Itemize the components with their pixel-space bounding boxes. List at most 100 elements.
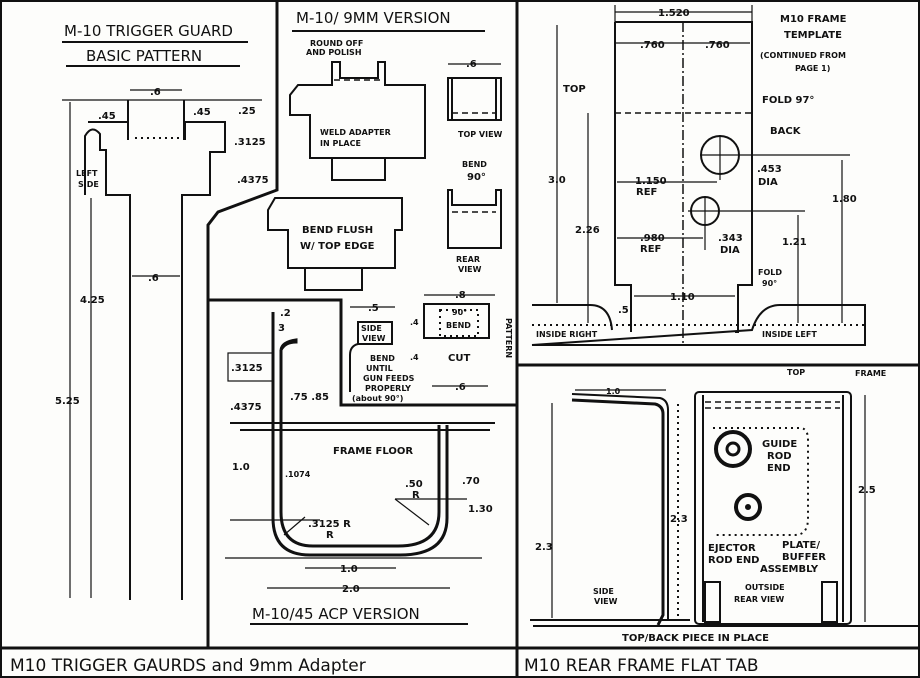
rear-view-label: REAR [456, 255, 480, 264]
acp-dim-3125: .3125 [231, 363, 263, 374]
rear-dim-2-3-a: 2.3 [535, 542, 553, 553]
cut-label: CUT [448, 353, 470, 364]
dim-980: .980 [640, 233, 665, 244]
dim-1-10: 1.10 [670, 292, 695, 303]
bend-until-label-5: (about 90°) [352, 394, 403, 403]
acp-width-2-0: 2.0 [342, 584, 360, 595]
dia-343: .343 [718, 233, 743, 244]
round-off-label: ROUND OFF [310, 39, 363, 48]
ejector-rod-label-2: ROD END [708, 555, 759, 566]
inside-left-label: INSIDE LEFT [762, 330, 817, 339]
dim-760-right: .760 [705, 40, 730, 51]
basic-pattern-title: M-10 TRIGGER GUARD [64, 22, 233, 40]
dim-25: .25 [238, 106, 256, 117]
dia-453: .453 [757, 164, 782, 175]
back-label: BACK [770, 126, 802, 137]
side-view-label-2: VIEW [594, 597, 618, 606]
left-side-label-2: SIDE [78, 180, 99, 189]
plate-buffer-label: PLATE/ [782, 540, 820, 551]
pattern-label: PATTERN [504, 318, 513, 358]
bend-90-deg: 90° [467, 172, 486, 183]
top-label: TOP [563, 84, 586, 95]
bend-until-label-3: GUN FEEDS [363, 374, 415, 383]
acp-dim-2: .2 [280, 308, 291, 319]
dim-5-notch: .5 [618, 305, 629, 316]
rear-dim-2-3-b: 2.3 [670, 514, 688, 525]
top-view-label: TOP VIEW [458, 130, 503, 139]
frame-template-drawing: 1.520 .760 .760 M10 FRAME TEMPLATE (CONT… [531, 5, 866, 346]
continued-note-2: PAGE 1) [795, 64, 830, 73]
top-view-dim: .6 [466, 59, 477, 70]
acp-radius-50: .50 [405, 479, 423, 490]
acp-radius-3125-r: R [326, 530, 334, 541]
fold-97-label: FOLD 97° [762, 95, 814, 106]
guide-rod-label-2: ROD [767, 451, 792, 462]
dim-3-0: 3.0 [548, 175, 566, 186]
basic-pattern-drawing: M-10 TRIGGER GUARD BASIC PATTERN .6 .45 … [55, 22, 269, 600]
dim-4375: .4375 [237, 175, 269, 186]
dim-4-25: 4.25 [80, 295, 105, 306]
dia-label-2: DIA [720, 245, 740, 256]
plate-buffer-label-3: ASSEMBLY [760, 564, 819, 575]
round-off-label-2: AND POLISH [306, 48, 362, 57]
dim-channel: .6 [148, 273, 159, 284]
acp-dim-3: 3 [278, 323, 285, 334]
rear-dim-1-0: 1.0 [606, 387, 621, 396]
continued-note: (CONTINUED FROM [760, 51, 846, 60]
acp-drawing: .2 3 .3125 .4375 .75 .85 FRAME FLOOR 1.0… [225, 308, 495, 625]
frame-floor-label: FRAME FLOOR [333, 446, 413, 457]
dim-right-45: .45 [193, 107, 211, 118]
top-label: TOP [787, 368, 805, 377]
bend-box-label: BEND [446, 321, 471, 330]
ref-label-1: REF [636, 187, 657, 198]
bend-flush-label: BEND FLUSH [302, 225, 373, 236]
nine-mm-drawing: M-10/ 9MM VERSION ROUND OFF AND POLISH W… [267, 9, 513, 403]
ejector-rod-label: EJECTOR [708, 543, 756, 554]
dim-top-gap: .6 [150, 87, 161, 98]
dim-760-left: .760 [640, 40, 665, 51]
dim-1-520: 1.520 [658, 8, 690, 19]
outside-rear-view-label-2: REAR VIEW [734, 595, 784, 604]
acp-dim-1-30: 1.30 [468, 504, 493, 515]
plate-buffer-label-2: BUFFER [782, 552, 826, 563]
acp-dim-1-0: 1.0 [232, 462, 250, 473]
acp-title: M-10/45 ACP VERSION [252, 605, 420, 623]
dim-left-45: .45 [98, 111, 116, 122]
acp-dim-70: .70 [462, 476, 480, 487]
in-place-label: TOP/BACK PIECE IN PLACE [622, 633, 769, 644]
ref-label-2: REF [640, 244, 661, 255]
caption-rear-frame-flat-tab: M10 REAR FRAME FLAT TAB [524, 656, 759, 676]
frame-template-title: M10 FRAME [780, 14, 847, 25]
basic-pattern-subtitle: BASIC PATTERN [86, 47, 202, 65]
dim-4b: .4 [410, 353, 419, 362]
bend-until-label: BEND [370, 354, 395, 363]
rear-tab-drawing: 1.0 2.3 2.3 SIDE VIEW GUIDE ROD END EJEC… [530, 368, 920, 644]
guide-rod-label: GUIDE [762, 439, 797, 450]
guide-rod-label-3: END [767, 463, 791, 474]
frame-label: FRAME [855, 369, 886, 378]
weld-adapter-label: WELD ADAPTER [320, 128, 391, 137]
rear-dim-2-5: 2.5 [858, 485, 876, 496]
side-view-label: SIDE [593, 587, 614, 596]
nine-mm-title: M-10/ 9MM VERSION [296, 9, 451, 27]
acp-radius-3125: .3125 R [308, 519, 351, 530]
dim-2-26: 2.26 [575, 225, 600, 236]
fold-90-deg: 90° [762, 279, 777, 288]
bend-until-label-2: UNTIL [366, 364, 393, 373]
bend-90-label: BEND [462, 160, 487, 169]
outside-rear-view-label: OUTSIDE [745, 583, 785, 592]
dim-4a: .4 [410, 318, 419, 327]
dim-3125: .3125 [234, 137, 266, 148]
side-view-label: SIDE [361, 324, 382, 333]
dim-8: .8 [455, 290, 466, 301]
left-side-label: LEFT [76, 169, 98, 178]
weld-adapter-label-2: IN PLACE [320, 139, 361, 148]
bend-until-label-4: PROPERLY [365, 384, 411, 393]
inside-right-label: INSIDE RIGHT [536, 330, 598, 339]
dim-5: .5 [368, 303, 379, 314]
acp-width-1-0: 1.0 [340, 564, 358, 575]
dim-1-21: 1.21 [782, 237, 807, 248]
rear-view-label-2: VIEW [458, 265, 482, 274]
